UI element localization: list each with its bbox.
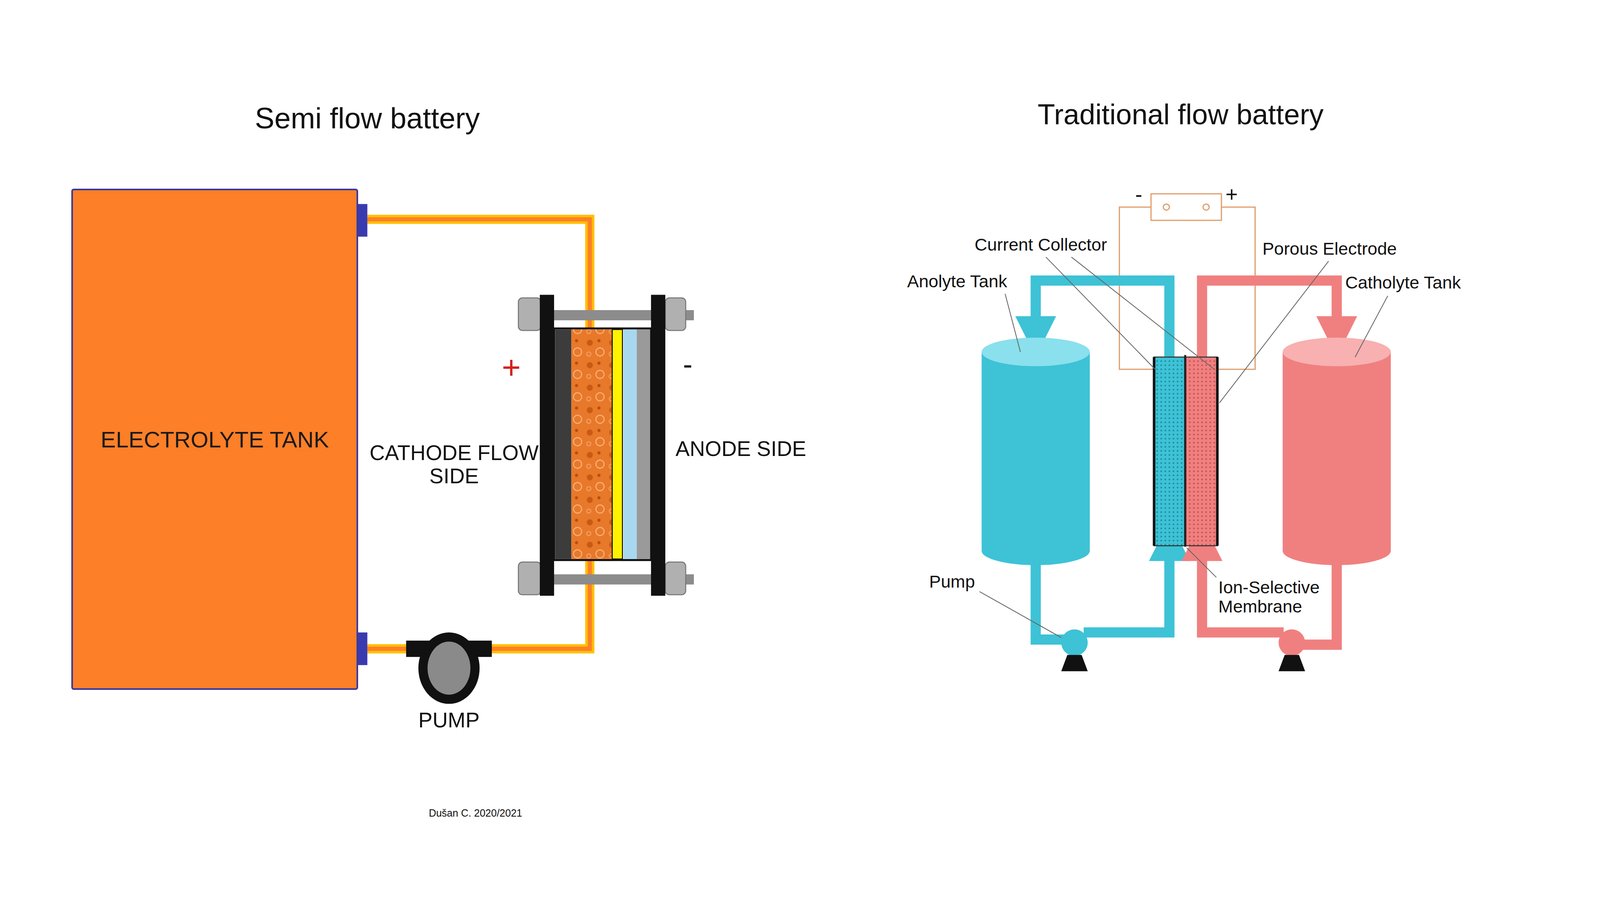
polarity-sign: + xyxy=(501,349,521,386)
polarity-sign: - xyxy=(682,348,693,381)
polarity-sign: + xyxy=(1225,183,1238,207)
side-label: ANODE SIDE xyxy=(675,437,807,461)
tank-box: ELECTROLYTE TANK xyxy=(71,188,359,690)
callout-label: Current Collector xyxy=(974,235,1108,255)
credit-note: Dušan C. 2020/2021 xyxy=(428,807,522,819)
callout-label: Catholyte Tank xyxy=(1345,272,1462,293)
callout-label: Anolyte Tank xyxy=(906,272,1007,292)
tank-label: ELECTROLYTE TANK xyxy=(100,426,329,453)
title: Traditional flow battery xyxy=(1037,98,1324,130)
callout-label: Porous Electrode xyxy=(1262,239,1397,259)
side-label: CATHODE FLOW SIDE xyxy=(366,440,542,488)
pump-label: PUMP xyxy=(418,708,480,733)
title: Semi flow battery xyxy=(254,102,480,135)
callout-label: Pump xyxy=(928,572,975,592)
callout-label: Ion-Selective Membrane xyxy=(1218,577,1341,617)
polarity-sign: - xyxy=(1135,183,1143,207)
